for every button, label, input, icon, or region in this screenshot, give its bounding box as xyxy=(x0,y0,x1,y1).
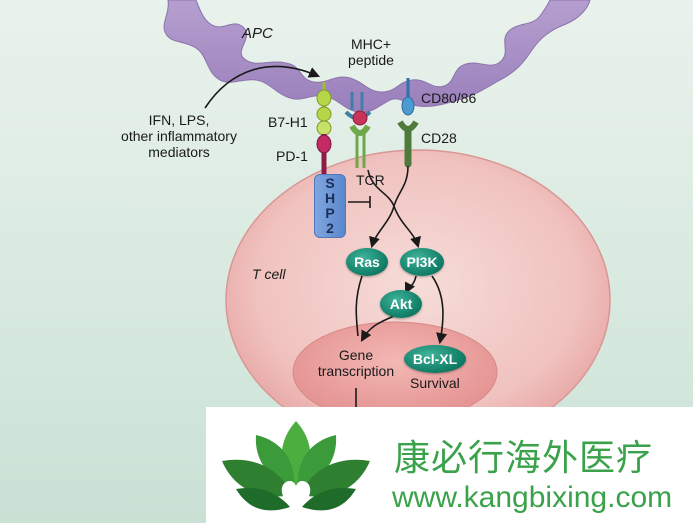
mhc-peptide-line-2: peptide xyxy=(348,52,394,68)
mhc-peptide-label: MHC+ peptide xyxy=(336,36,406,68)
shp2-letter: 2 xyxy=(326,220,334,236)
akt-node: Akt xyxy=(380,290,422,318)
bcl-xl-node: Bcl-XL xyxy=(404,345,466,373)
inflammatory-arrow xyxy=(204,65,321,109)
cd28-signal-line xyxy=(393,165,409,207)
apc-cell xyxy=(163,0,591,113)
t-cell-label: T cell xyxy=(252,266,286,282)
b7h1-domain-1 xyxy=(316,89,332,107)
ras-node: Ras xyxy=(346,248,388,276)
b7h1-domain-2 xyxy=(316,106,332,122)
cd80-domain xyxy=(401,96,415,116)
gene-line-2: transcription xyxy=(317,363,395,379)
tcr-label: TCR xyxy=(356,172,385,188)
apc-label: APC xyxy=(242,25,273,42)
cd80-86-label: CD80/86 xyxy=(421,90,477,106)
arrow-to-pi3k xyxy=(393,205,421,249)
arrow-pi3k-to-bclxl xyxy=(431,275,448,345)
gene-line-1: Gene xyxy=(338,347,374,363)
shp2-letter: P xyxy=(325,205,335,221)
inflammatory-line-3: mediators xyxy=(148,144,210,160)
pd-1-label: PD-1 xyxy=(276,148,308,164)
lotus-logo-icon xyxy=(222,421,370,511)
mhc-molecule xyxy=(350,92,364,110)
gene-transcription-label: Gene transcription xyxy=(306,347,406,379)
b7-h1-label: B7-H1 xyxy=(268,114,308,130)
tcr-receptor xyxy=(349,124,371,136)
watermark-url: www.kangbixing.com xyxy=(392,481,673,514)
watermark-chinese-text: 康必行海外医疗 xyxy=(394,438,654,479)
mhc-peptide-line-1: MHC+ xyxy=(350,36,392,52)
arrow-to-ras xyxy=(369,205,395,249)
survival-label: Survival xyxy=(410,375,460,391)
b7h1-domain-3 xyxy=(316,120,332,136)
peptide xyxy=(352,110,368,126)
arrow-akt-to-gene xyxy=(360,315,395,342)
pd1-domain xyxy=(316,134,332,154)
inflammatory-line-2: other inflammatory xyxy=(121,128,237,144)
cd28-label: CD28 xyxy=(421,130,457,146)
pi3k-node: PI3K xyxy=(400,248,444,276)
watermark-panel: 康必行海外医疗 www.kangbixing.com xyxy=(206,407,693,523)
inflammatory-mediators-label: IFN, LPS, other inflammatory mediators xyxy=(104,112,254,160)
arrow-ras-to-gene xyxy=(355,275,363,337)
shp2-letter: S xyxy=(325,175,335,191)
shp2-letter: H xyxy=(324,190,336,206)
shp2-box: S H P 2 xyxy=(314,174,346,238)
inflammatory-line-1: IFN, LPS, xyxy=(148,112,210,128)
tcr-signal-line xyxy=(367,169,395,207)
